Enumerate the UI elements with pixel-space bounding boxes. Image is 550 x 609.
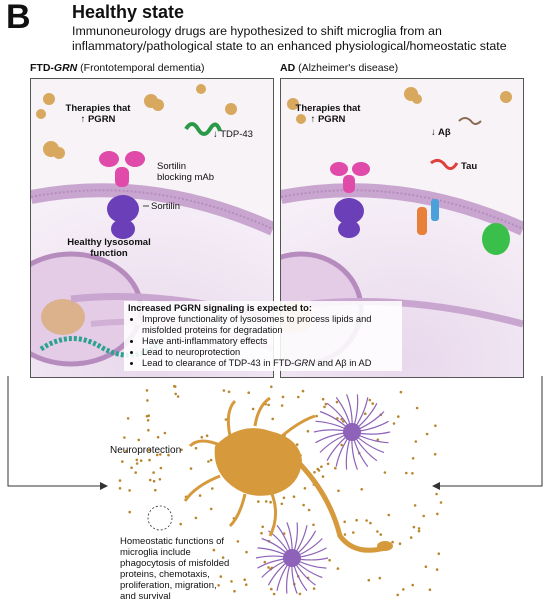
- list-item: Have anti-inflammatory effects: [142, 336, 398, 347]
- pgrn-effects-heading: Increased PGRN signaling is expected to:: [128, 303, 312, 313]
- ad-panel-title: AD (Alzheimer's disease): [280, 62, 399, 74]
- list-item: Lead to neuroprotection: [142, 347, 398, 358]
- list-item: Improve functionality of lysosomes to pr…: [142, 314, 398, 336]
- ftd-therapies-label: Therapies that↑ PGRN: [65, 103, 131, 125]
- neuroprotection-label: Neuroprotection: [110, 445, 182, 456]
- header-title: Healthy state: [72, 2, 185, 22]
- pgrn-effects-box: Increased PGRN signaling is expected to:…: [124, 301, 402, 371]
- abeta-label: ↓ Aβ: [431, 127, 451, 138]
- pgrn-effects-list: Improve functionality of lysosomes to pr…: [128, 314, 398, 369]
- panel-letter: B: [6, 0, 31, 36]
- microglia-illustration: [7, 376, 543, 597]
- sortilin-label: Sortilin: [151, 201, 181, 212]
- header-subtitle: Immunoneurology drugs are hypothesized t…: [72, 24, 507, 53]
- homeostatic-functions-label: Homeostatic functions of microglia inclu…: [120, 536, 230, 602]
- ad-therapies-label: Therapies that↑ PGRN: [295, 103, 361, 125]
- tau-label: Tau: [461, 161, 478, 172]
- list-item: Lead to clearance of TDP-43 in FTD-GRN a…: [142, 358, 398, 369]
- ftd-panel-title: FTD-GRN (Frontotemporal dementia): [30, 62, 205, 74]
- tdp43-label: ↓ TDP-43: [213, 129, 253, 140]
- ad-panel: Therapies that↑ PGRN ↓ Aβ Tau: [280, 78, 524, 378]
